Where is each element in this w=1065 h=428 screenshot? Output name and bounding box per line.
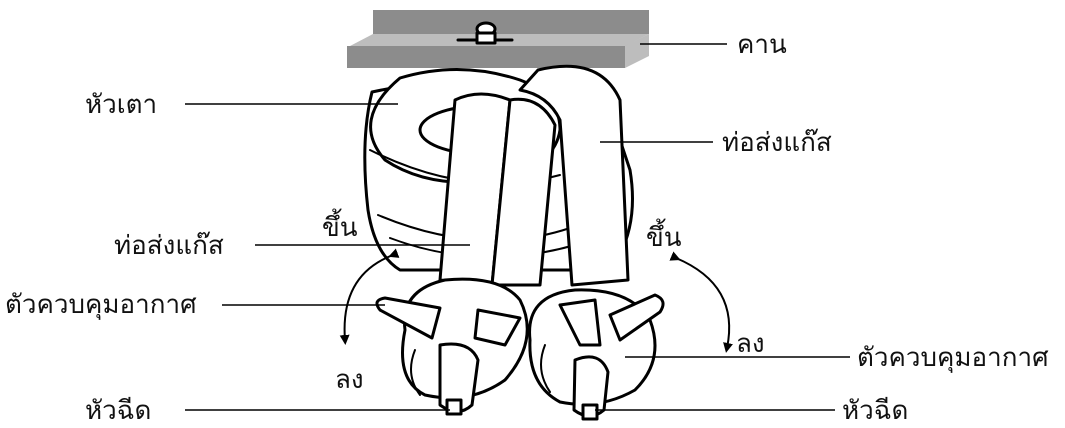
air-controller-left	[375, 277, 529, 416]
nozzle-left-tip-icon	[445, 398, 463, 416]
beam-side	[625, 34, 649, 68]
beam-bottom-plate	[347, 46, 625, 68]
air-controller-left-rim	[410, 349, 421, 396]
label-air-control-left: ตัวควบคุมอากาศ	[5, 290, 197, 320]
air-controller-right-wing-2	[558, 298, 602, 347]
label-beam: คาน	[737, 30, 787, 60]
air-controller-right-wing	[608, 293, 665, 342]
gas-pipe-right-shape	[518, 64, 630, 287]
bolt-nut	[475, 31, 497, 45]
beam-top-plate	[373, 10, 649, 34]
label-nozzle-left: หัวฉีด	[85, 396, 151, 426]
label-down-left: ลง	[335, 365, 364, 395]
label-up-left: ขึ้น	[322, 208, 358, 243]
label-burner-head: หัวเตา	[85, 90, 157, 120]
air-controller-left-wing-2	[473, 308, 522, 347]
rotate-arrow-left-icon	[339, 248, 400, 345]
nozzle-right-tip-icon	[581, 403, 599, 421]
air-controller-right	[528, 288, 665, 421]
label-nozzle-right: หัวฉีด	[842, 396, 908, 426]
gas-pipe-left-rear	[490, 97, 557, 287]
label-gas-pipe-left: ท่อส่งแก๊ส	[114, 231, 224, 261]
label-gas-pipe-right: ท่อส่งแก๊ส	[722, 128, 832, 158]
label-up-right: ขึ้น	[646, 218, 682, 253]
gas-pipe-right	[518, 64, 630, 287]
beam	[347, 10, 649, 68]
air-controller-right-rim	[540, 344, 551, 393]
gas-pipe-left	[438, 92, 557, 287]
rotate-arrow-right-icon	[669, 251, 733, 353]
label-down-right: ลง	[736, 329, 765, 359]
label-air-control-right: ตัวควบคุมอากาศ	[857, 343, 1049, 373]
